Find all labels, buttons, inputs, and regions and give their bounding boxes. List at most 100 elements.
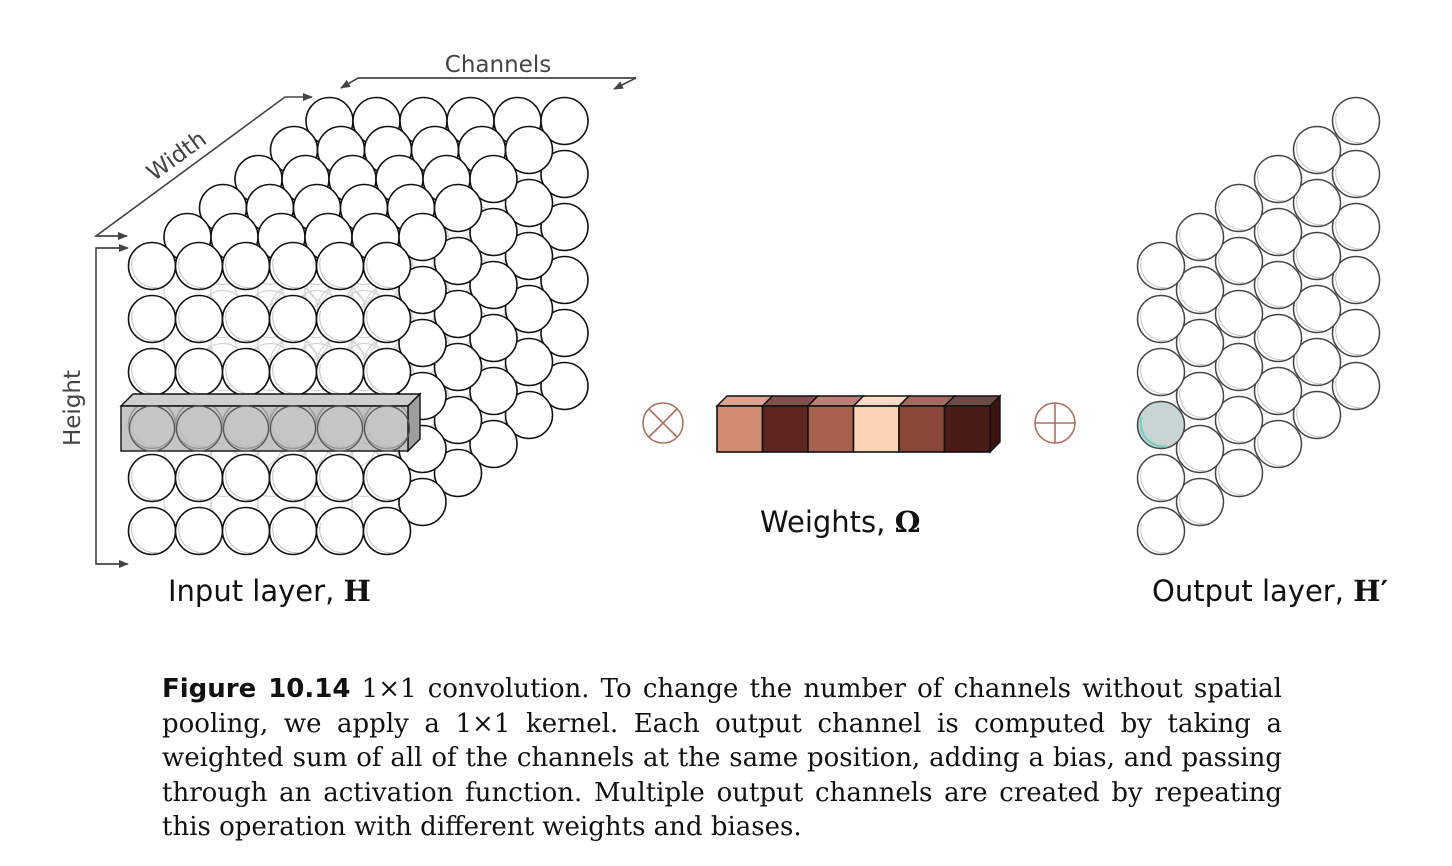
output-neuron bbox=[1136, 347, 1186, 397]
input-neuron-shadow bbox=[319, 310, 347, 342]
output-neuron bbox=[1253, 313, 1303, 363]
input-neuron bbox=[174, 241, 224, 291]
input-neuron-shadow bbox=[272, 469, 300, 501]
output-neuron bbox=[1136, 294, 1186, 344]
input-neuron bbox=[127, 294, 177, 344]
output-neuron-shadow bbox=[1296, 194, 1324, 226]
output-neuron bbox=[1214, 183, 1264, 233]
input-neuron-shadow bbox=[319, 469, 347, 501]
input-neuron-shadow bbox=[272, 522, 300, 554]
output-neuron-shadow bbox=[1335, 218, 1363, 250]
output-neuron bbox=[1175, 477, 1225, 527]
input-highlight-prism-front bbox=[119, 392, 422, 453]
input-neuron bbox=[469, 366, 518, 416]
output-neuron-shadow bbox=[1335, 377, 1363, 409]
figure-number: Figure 10.14 bbox=[162, 674, 351, 704]
output-neuron-shadow bbox=[1257, 223, 1285, 255]
multiply-operator-icon bbox=[642, 402, 684, 444]
input-neuron bbox=[221, 453, 271, 503]
input-neuron-shadow bbox=[178, 257, 206, 289]
output-neuron bbox=[1331, 361, 1381, 411]
output-neuron bbox=[1292, 337, 1342, 387]
output-neuron bbox=[1331, 255, 1381, 305]
highlight-neuron bbox=[175, 405, 223, 452]
input-neuron bbox=[221, 347, 271, 397]
input-neuron bbox=[398, 212, 447, 262]
output-neuron-shadow bbox=[1140, 522, 1168, 554]
channels-arrow bbox=[340, 77, 637, 90]
input-neuron-shadow bbox=[131, 522, 159, 554]
input-neuron bbox=[362, 294, 412, 344]
output-neuron-highlighted bbox=[1136, 400, 1186, 450]
output-neuron bbox=[1253, 419, 1303, 469]
output-neuron-shadow bbox=[1179, 387, 1207, 419]
input-neuron-shadow bbox=[272, 257, 300, 289]
output-neuron-shadow bbox=[1218, 305, 1246, 337]
input-neuron bbox=[362, 506, 412, 556]
input-neuron bbox=[540, 149, 589, 199]
input-neuron bbox=[433, 342, 483, 392]
input-neuron bbox=[504, 178, 554, 228]
output-neuron-shadow bbox=[1218, 252, 1246, 284]
weights-kernel bbox=[715, 394, 1002, 454]
input-neuron bbox=[315, 453, 365, 503]
input-neuron bbox=[540, 96, 589, 146]
input-neuron-shadow bbox=[366, 522, 394, 554]
input-neuron bbox=[504, 284, 554, 334]
input-neuron bbox=[315, 506, 365, 556]
highlight-neuron bbox=[128, 405, 176, 452]
input-neuron bbox=[315, 294, 365, 344]
input-neuron bbox=[469, 313, 518, 363]
output-neuron bbox=[1175, 424, 1225, 474]
output-neuron bbox=[1253, 207, 1303, 257]
input-neuron-shadow bbox=[319, 257, 347, 289]
input-neuron bbox=[398, 477, 447, 527]
highlight-neuron bbox=[222, 405, 270, 452]
output-neuron bbox=[1292, 390, 1342, 440]
input-neuron bbox=[540, 361, 589, 411]
input-neuron bbox=[268, 294, 318, 344]
input-neuron-shadow bbox=[366, 257, 394, 289]
input-neuron bbox=[221, 506, 271, 556]
input-neuron bbox=[469, 260, 518, 310]
output-neuron-shadow bbox=[1179, 334, 1207, 366]
input-layer-label: Input layer, H bbox=[168, 574, 371, 608]
output-neuron-shadow bbox=[1218, 199, 1246, 231]
output-neuron-shadow bbox=[1257, 329, 1285, 361]
output-neuron bbox=[1136, 506, 1186, 556]
weights-label: Weights, Ω bbox=[760, 505, 920, 539]
input-neuron bbox=[268, 241, 318, 291]
weight-cube bbox=[807, 405, 855, 453]
highlight-neuron bbox=[269, 405, 317, 452]
input-neuron-shadow bbox=[366, 469, 394, 501]
input-neuron bbox=[504, 231, 554, 281]
input-neuron bbox=[433, 236, 483, 286]
figure-caption: Figure 10.14 1×1 convolution. To change … bbox=[162, 672, 1282, 845]
output-neuron-shadow bbox=[1218, 411, 1246, 443]
weight-cube bbox=[716, 405, 764, 453]
input-neuron bbox=[362, 453, 412, 503]
output-neuron-shadow bbox=[1257, 276, 1285, 308]
output-neuron-shadow bbox=[1218, 358, 1246, 390]
input-neuron bbox=[433, 183, 483, 233]
input-neuron bbox=[174, 347, 224, 397]
input-neuron bbox=[469, 419, 518, 469]
input-neuron-shadow bbox=[178, 310, 206, 342]
output-layer-label: Output layer, H′ bbox=[1152, 574, 1388, 608]
input-neuron bbox=[127, 453, 177, 503]
input-neuron bbox=[469, 207, 518, 257]
input-neuron-shadow bbox=[272, 310, 300, 342]
input-neuron bbox=[362, 241, 412, 291]
input-neuron bbox=[504, 337, 554, 387]
output-neuron bbox=[1331, 202, 1381, 252]
output-neuron-shadow bbox=[1179, 228, 1207, 260]
input-neuron bbox=[433, 395, 483, 445]
input-neuron-shadow bbox=[131, 257, 159, 289]
input-neuron bbox=[540, 255, 589, 305]
input-neuron bbox=[221, 241, 271, 291]
plus-operator-icon bbox=[1034, 402, 1076, 444]
highlight-top-face bbox=[119, 393, 422, 407]
input-neuron bbox=[398, 318, 447, 368]
output-neuron-shadow bbox=[1140, 363, 1168, 395]
output-neuron bbox=[1292, 231, 1342, 281]
